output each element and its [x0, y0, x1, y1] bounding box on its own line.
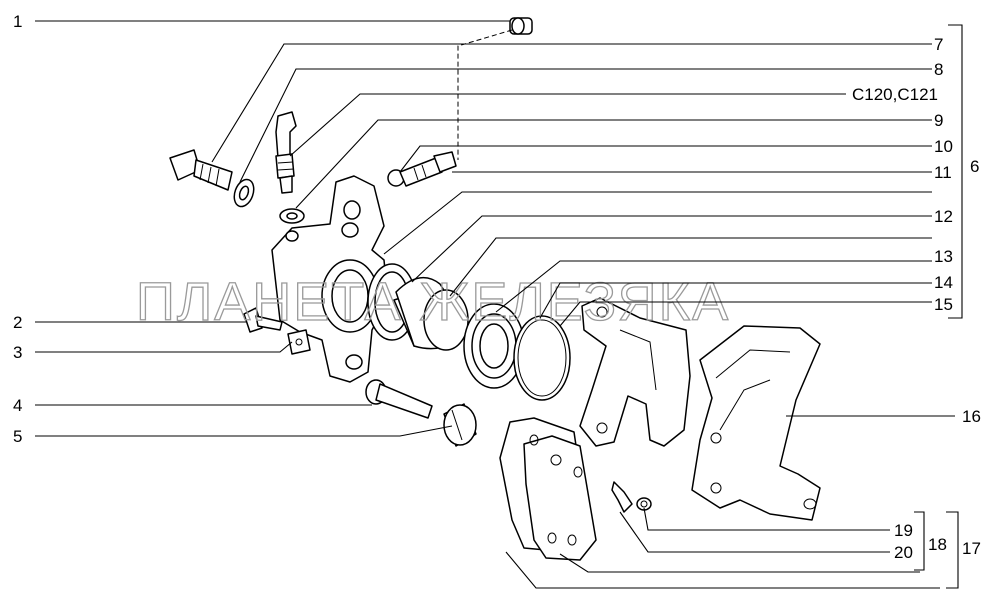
part-washer [233, 178, 255, 208]
part-guide-bolt [243, 307, 283, 333]
part-guide-boot [443, 403, 477, 447]
callout-17: 17 [962, 539, 981, 558]
callout-12: 12 [934, 207, 953, 226]
callout-7: 7 [934, 35, 943, 54]
part-retaining-ring [513, 315, 571, 401]
part-wear-sensor [275, 111, 297, 194]
part-small-washer [279, 208, 305, 224]
callout-6: 6 [970, 157, 979, 176]
callout-5: 5 [13, 427, 22, 446]
callout-brackets [914, 24, 963, 589]
part-banjo-bolt [169, 149, 233, 191]
callout-13: 13 [934, 247, 953, 266]
callout-18: 18 [928, 535, 947, 554]
callout-15: 15 [934, 295, 953, 314]
callout-8: 8 [934, 60, 943, 79]
callout-11: 11 [934, 163, 952, 182]
leader-lines [35, 20, 955, 589]
callout-4: 4 [13, 396, 22, 415]
callout-sensor-c120-c121: C120,C121 [852, 85, 938, 104]
part-spring-clip [611, 481, 633, 513]
callout-19: 19 [894, 521, 913, 540]
part-guide-pin [365, 379, 433, 419]
callout-10: 10 [934, 137, 953, 156]
part-caliper-carrier [691, 325, 821, 521]
part-brake-pads [499, 417, 597, 561]
part-dust-boot [463, 303, 525, 389]
part-caliper-bracket [579, 297, 691, 447]
callout-2: 2 [13, 313, 22, 332]
part-bleeder-cap [457, 17, 533, 160]
part-bleeder-valve [371, 151, 457, 225]
part-plate [287, 329, 311, 355]
callout-3: 3 [13, 343, 22, 362]
callout-9: 9 [934, 111, 943, 130]
callout-20: 20 [894, 543, 913, 562]
callout-14: 14 [934, 273, 953, 292]
callout-16: 16 [962, 407, 981, 426]
callout-1: 1 [13, 12, 22, 31]
